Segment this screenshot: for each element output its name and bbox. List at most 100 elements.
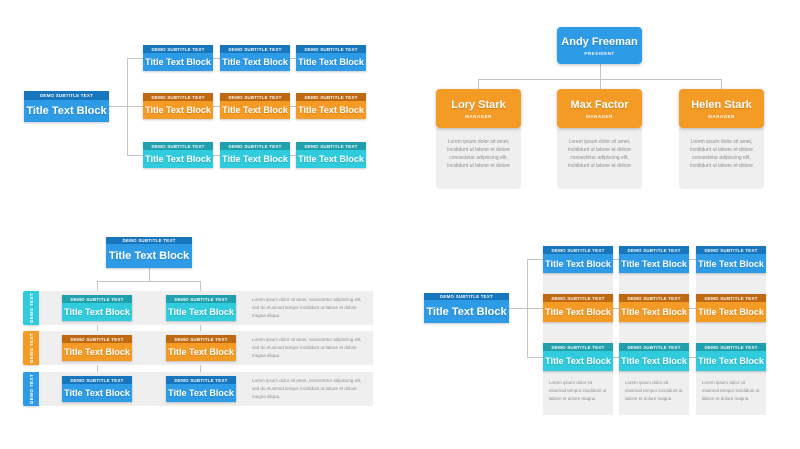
manager-description-panel [679,128,764,189]
org-block: DEMO SUBTITLE TEXT Title Text Block [166,295,236,321]
connector-line [689,308,696,309]
block-subtitle: DEMO SUBTITLE TEXT [166,376,236,384]
row-description: Lorem ipsum dolor sit amet, consectetur … [252,297,362,318]
block-title: Title Text Block [24,100,109,122]
block-subtitle: DEMO SUBTITLE TEXT [696,246,766,254]
connector-line [478,79,479,89]
block-subtitle: DEMO SUBTITLE TEXT [296,45,366,53]
org-block: DEMO SUBTITLE TEXT Title Text Block [62,295,132,321]
org-block: DEMO SUBTITLE TEXT Title Text Block [696,294,766,322]
connector-line [689,357,696,358]
row-side-tab: DEMO TEXT [23,291,39,325]
org-block: DEMO SUBTITLE TEXT Title Text Block [296,45,366,71]
block-subtitle: DEMO SUBTITLE TEXT [143,93,213,101]
org-block: DEMO SUBTITLE TEXT Title Text Block [220,45,290,71]
block-title: Title Text Block [619,254,689,273]
block-title: Title Text Block [166,343,236,361]
block-subtitle: DEMO SUBTITLE TEXT [696,343,766,351]
connector-line [97,361,98,376]
connector-line [290,106,296,107]
block-subtitle: DEMO SUBTITLE TEXT [619,294,689,302]
connector-line [149,268,150,281]
block-title: Title Text Block [166,303,236,321]
block-subtitle: DEMO SUBTITLE TEXT [296,142,366,150]
manager-role: MANAGER [708,113,735,119]
block-title: Title Text Block [696,302,766,322]
manager-role: MANAGER [465,113,492,119]
row-side-tab: DEMO TEXT [23,372,39,406]
manager-description: Lorem ipsum dolor sit amet, incididunt u… [447,139,510,169]
root-title-block: DEMO SUBTITLE TEXT Title Text Block [106,237,192,268]
block-title: Title Text Block [619,302,689,322]
block-subtitle: DEMO SUBTITLE TEXT [220,93,290,101]
org-block: DEMO SUBTITLE TEXT Title Text Block [220,93,290,119]
president-card: Andy Freeman PRESIDENT [557,27,642,64]
org-block: DEMO SUBTITLE TEXT Title Text Block [143,142,213,168]
block-title: Title Text Block [143,150,213,168]
connector-line [200,321,201,335]
column-panel [696,246,766,415]
org-block: DEMO SUBTITLE TEXT Title Text Block [296,93,366,119]
block-title: Title Text Block [696,351,766,371]
block-subtitle: DEMO SUBTITLE TEXT [143,142,213,150]
block-subtitle: DEMO SUBTITLE TEXT [62,335,132,343]
manager-name: Helen Stark [691,98,752,111]
block-subtitle: DEMO SUBTITLE TEXT [166,295,236,303]
block-subtitle: DEMO SUBTITLE TEXT [220,142,290,150]
block-title: Title Text Block [166,384,236,402]
manager-description: Lorem ipsum dolor sit amet, incididunt u… [568,139,631,169]
root-title-block: DEMO SUBTITLE TEXT Title Text Block [24,91,109,122]
manager-description-panel [557,128,642,189]
block-subtitle: DEMO SUBTITLE TEXT [696,294,766,302]
block-title: Title Text Block [220,150,290,168]
block-subtitle: DEMO SUBTITLE TEXT [62,295,132,303]
connector-line [290,58,296,59]
connector-line [97,321,98,335]
org-block: DEMO SUBTITLE TEXT Title Text Block [62,335,132,361]
block-title: Title Text Block [296,101,366,119]
row-description: Lorem ipsum dolor sit amet, consectetur … [252,337,362,358]
manager-role: MANAGER [586,113,613,119]
org-block: DEMO SUBTITLE TEXT Title Text Block [220,142,290,168]
connector-line [213,155,220,156]
connector-line [127,58,143,59]
connector-line [127,58,128,156]
org-block: DEMO SUBTITLE TEXT Title Text Block [143,45,213,71]
column-description: Lorem ipsum dolor sit eiusmod tempor inc… [625,380,683,401]
manager-description-panel [436,128,521,189]
connector-line [527,259,543,260]
block-title: Title Text Block [143,53,213,71]
connector-line [527,357,543,358]
connector-line [213,58,220,59]
block-title: Title Text Block [62,384,132,402]
manager-description: Lorem ipsum dolor sit amet, incididunt u… [690,139,753,169]
row-side-tab: DEMO TEXT [23,331,39,365]
manager-name: Max Factor [570,98,629,111]
block-title: Title Text Block [543,254,613,273]
connector-line [689,259,696,260]
block-title: Title Text Block [619,351,689,371]
connector-line [527,259,528,357]
column-panel [543,246,613,415]
connector-line [721,79,722,89]
connector-line [127,155,143,156]
block-title: Title Text Block [220,101,290,119]
connector-line [200,281,201,295]
block-subtitle: DEMO SUBTITLE TEXT [543,246,613,254]
block-title: Title Text Block [543,351,613,371]
org-block: DEMO SUBTITLE TEXT Title Text Block [619,294,689,322]
org-block: DEMO SUBTITLE TEXT Title Text Block [143,93,213,119]
row-description: Lorem ipsum dolor sit amet, consectetur … [252,378,362,399]
president-name: Andy Freeman [561,35,638,48]
president-role: PRESIDENT [584,50,615,56]
block-title: Title Text Block [106,244,192,268]
block-title: Title Text Block [543,302,613,322]
connector-line [509,308,543,309]
connector-line [200,361,201,376]
org-block: DEMO SUBTITLE TEXT Title Text Block [166,376,236,402]
org-block: DEMO SUBTITLE TEXT Title Text Block [619,246,689,273]
org-block: DEMO SUBTITLE TEXT Title Text Block [696,246,766,273]
org-block: DEMO SUBTITLE TEXT Title Text Block [296,142,366,168]
